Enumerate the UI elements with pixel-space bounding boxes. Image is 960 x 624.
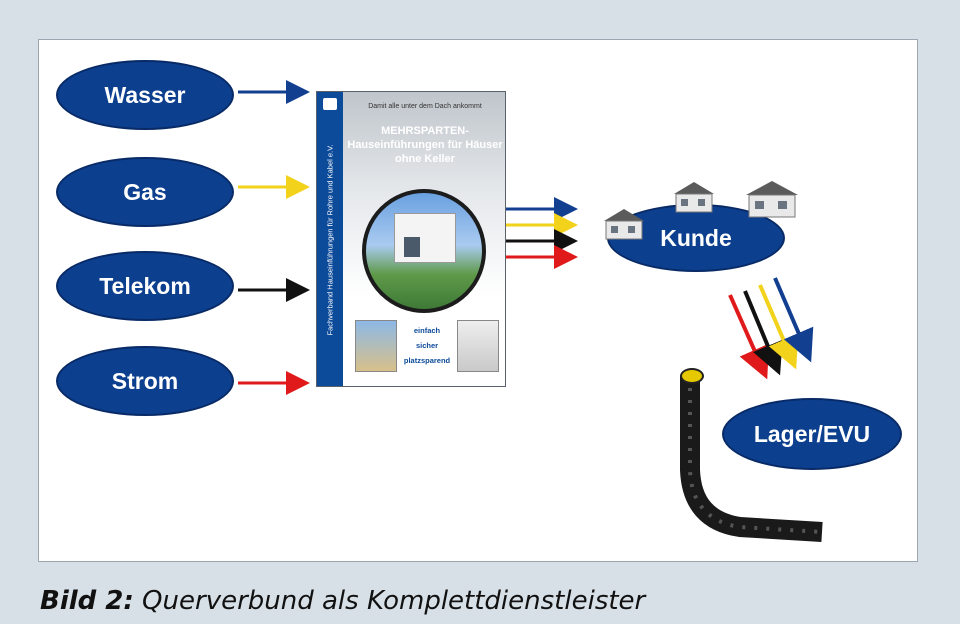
node-wasser: Wasser — [56, 60, 234, 130]
window-icon — [404, 237, 420, 257]
logo-icon — [323, 98, 337, 110]
house-icon — [604, 209, 644, 240]
house-photo — [362, 189, 486, 313]
house-icon — [746, 181, 798, 218]
brochure-spine — [317, 92, 343, 386]
node-label: Gas — [123, 178, 167, 205]
brochure-image: Fachverband Hauseinführungen für Rohre u… — [316, 91, 506, 387]
brochure-word: sicher — [415, 341, 439, 350]
node-label: Lager/EVU — [753, 420, 871, 447]
brochure-tagline: Damit alle unter dem Dach ankommt — [368, 103, 482, 110]
brochure-title: MEHRSPARTEN- — [381, 125, 469, 137]
node-label: Kunde — [660, 224, 732, 251]
node-telekom: Telekom — [56, 251, 234, 321]
arrow-down-black — [743, 290, 783, 376]
brochure-spine-text: Fachverband Hauseinführungen für Rohre u… — [325, 144, 335, 336]
node-label: Wasser — [104, 81, 186, 108]
photo-thumbnail — [457, 320, 499, 372]
node-strom: Strom — [56, 346, 234, 416]
node-label: Telekom — [99, 272, 191, 299]
house-icon — [674, 182, 714, 213]
brochure-subtitle: Hauseinführungen für Häuser ohne Keller — [347, 139, 503, 165]
arrow-down-red — [728, 294, 769, 380]
node-lager-evu: Lager/EVU — [722, 398, 902, 470]
photo-thumbnail — [355, 320, 397, 372]
caption-text: Querverbund als Komplettdienstleister — [133, 586, 646, 616]
arrow-down-blue — [773, 277, 814, 363]
arrow-down-yellow — [758, 284, 799, 370]
pipe-end-icon — [680, 368, 704, 384]
caption-label: Bild 2: — [40, 586, 134, 616]
node-label: Strom — [111, 367, 179, 394]
brochure-word: einfach — [413, 326, 441, 335]
figure-caption: Bild 2: Querverbund als Komplettdienstle… — [40, 586, 645, 616]
node-gas: Gas — [56, 157, 234, 227]
brochure-word: platzsparend — [403, 356, 451, 365]
